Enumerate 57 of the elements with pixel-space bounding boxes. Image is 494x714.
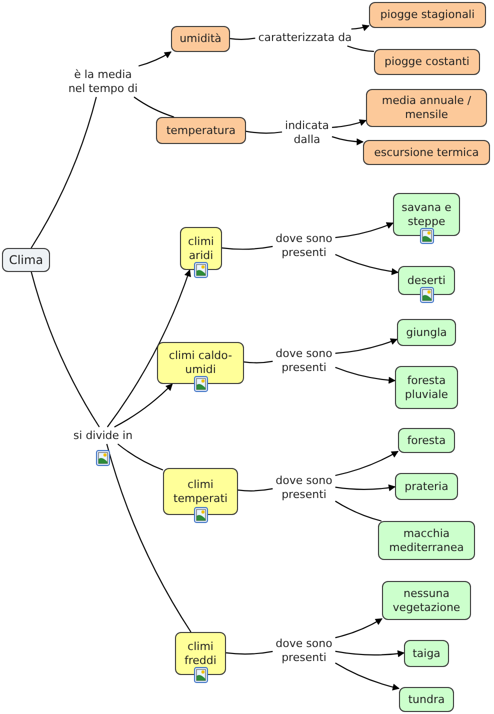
connector-line (30, 96, 97, 248)
linking-phrase: si divide in (72, 420, 134, 452)
arrow (335, 450, 399, 476)
concept-box: climi aridi (180, 227, 222, 270)
arrow (335, 222, 394, 238)
connector-line (222, 246, 273, 250)
arrow (335, 338, 398, 354)
concept-box: foresta (398, 428, 455, 453)
concept-box: savana e steppe (393, 193, 460, 236)
concept-box: climi freddi (175, 632, 226, 675)
arrow (351, 24, 370, 32)
concept-box: prateria (395, 473, 458, 500)
connector-line (134, 96, 174, 118)
concept-box: escursione termica (363, 140, 490, 165)
concept-box: umidità (171, 26, 230, 52)
concept-box: giungla (397, 319, 456, 346)
arrow (335, 662, 400, 690)
linking-phrase: dove sono presenti (270, 634, 338, 668)
arrow (332, 119, 367, 128)
arrow (332, 136, 364, 146)
linking-phrase: caratterizzata da (258, 22, 352, 54)
arrow (106, 269, 191, 428)
connector-line (117, 444, 164, 471)
concept-box: piogge stagionali (369, 2, 486, 28)
connector-line (238, 488, 273, 492)
arrow (335, 254, 399, 276)
concept-box: taiga (404, 640, 449, 667)
linking-phrase: dove sono presenti (270, 344, 338, 378)
concept-box: macchia mediterranea (378, 521, 475, 560)
arrow (138, 51, 172, 67)
connector-line (226, 650, 273, 655)
concept-box: climi temperati (163, 468, 238, 515)
concept-box: Clima (2, 248, 50, 272)
connector-line (246, 130, 282, 134)
connector-line (30, 272, 100, 428)
linking-phrase: è la media nel tempo di (66, 60, 140, 104)
connector-line (230, 38, 256, 40)
concept-box: piogge costanti (374, 49, 480, 75)
arrow (335, 366, 396, 384)
arrow (335, 650, 405, 658)
arrow (114, 384, 173, 428)
connector-line (347, 45, 374, 52)
connector-line (335, 500, 382, 522)
concept-box: nessuna vegetazione (382, 581, 471, 620)
connector-line (244, 360, 273, 364)
concept-box: temperatura (156, 117, 246, 144)
arrow (335, 484, 396, 492)
linking-phrase: indicata dalla (272, 116, 342, 150)
linking-phrase: dove sono presenti (270, 229, 338, 263)
concept-box: climi caldo-umidi (157, 342, 244, 384)
concept-box: foresta pluviale (395, 366, 458, 409)
linking-phrase: dove sono presenti (270, 471, 338, 505)
concept-box: media annuale / mensile (366, 89, 487, 127)
arrow (335, 618, 383, 638)
concept-box: deserti (398, 266, 455, 295)
concept-box: tundra (399, 687, 454, 712)
connector-line (106, 444, 192, 632)
